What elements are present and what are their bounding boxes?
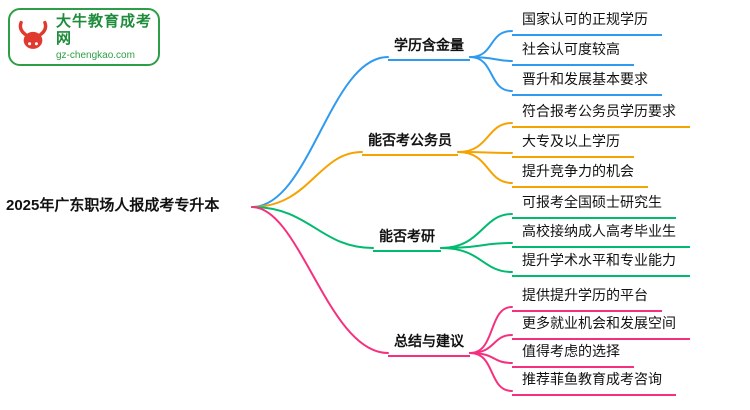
leaf-node[interactable]: 更多就业机会和发展空间 bbox=[512, 310, 690, 340]
logo-title: 大牛教育成考网 bbox=[56, 13, 153, 48]
logo-url: gz-chengkao.com bbox=[56, 49, 135, 61]
leaf-node[interactable]: 提供提升学历的平台 bbox=[512, 282, 662, 312]
leaf-node[interactable]: 国家认可的正规学历 bbox=[512, 6, 662, 36]
leaf-node[interactable]: 可报考全国硕士研究生 bbox=[512, 189, 676, 219]
leaf-node[interactable]: 大专及以上学历 bbox=[512, 128, 634, 158]
branch-node-civil-service[interactable]: 能否考公务员 bbox=[362, 128, 458, 156]
branch-node-education-value[interactable]: 学历含金量 bbox=[388, 33, 470, 61]
leaf-node[interactable]: 高校接纳成人高考毕业生 bbox=[512, 218, 690, 248]
leaf-node[interactable]: 社会认可度较高 bbox=[512, 36, 634, 66]
leaf-node[interactable]: 提升竞争力的机会 bbox=[512, 158, 648, 188]
leaf-node[interactable]: 推荐菲鱼教育成考咨询 bbox=[512, 366, 676, 396]
leaf-node[interactable]: 值得考虑的选择 bbox=[512, 338, 634, 368]
branch-node-postgraduate[interactable]: 能否考研 bbox=[373, 224, 441, 252]
leaf-node[interactable]: 晋升和发展基本要求 bbox=[512, 66, 662, 96]
site-logo[interactable]: 大牛教育成考网 gz-chengkao.com bbox=[8, 8, 160, 66]
logo-bull-icon bbox=[16, 20, 50, 54]
root-node[interactable]: 2025年广东职场人报成考专升本 bbox=[6, 197, 220, 214]
leaf-node[interactable]: 提升学术水平和专业能力 bbox=[512, 247, 690, 277]
branch-node-summary[interactable]: 总结与建议 bbox=[388, 329, 470, 357]
leaf-node[interactable]: 符合报考公务员学历要求 bbox=[512, 98, 690, 128]
branch-0-connectors bbox=[251, 30, 513, 208]
